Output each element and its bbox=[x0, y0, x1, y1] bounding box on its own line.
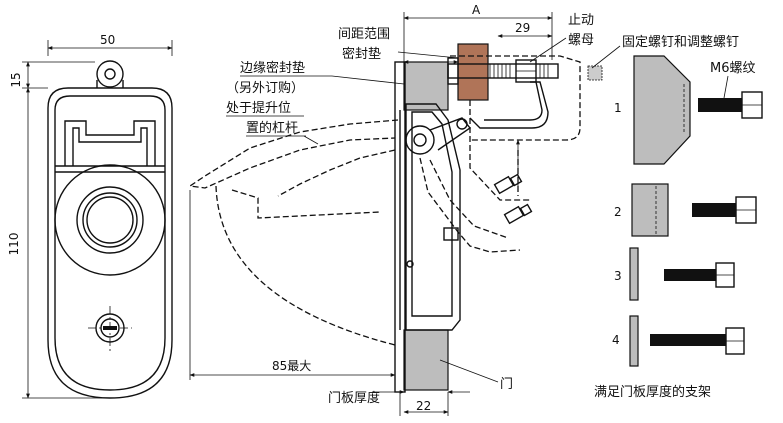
bracket-4: 4 bbox=[612, 315, 745, 367]
dim-A: A bbox=[472, 3, 481, 17]
label-spacing-range-2: 密封垫 bbox=[342, 46, 381, 62]
dim-85-max: 85最大 bbox=[272, 359, 311, 373]
label-m6: M6螺纹 bbox=[710, 61, 756, 76]
dim-29: 29 bbox=[515, 21, 530, 35]
brackets: 1 M6螺纹 2 3 4 bbox=[594, 55, 763, 400]
dim-50: 50 bbox=[100, 33, 115, 47]
door-panel-top bbox=[403, 61, 449, 111]
label-fix-screw: 固定螺钉和调整螺钉 bbox=[622, 35, 739, 50]
dim-22: 22 bbox=[416, 399, 431, 413]
label-stop-nut-1: 止动 bbox=[568, 13, 594, 28]
label-door-thickness: 门板厚度 bbox=[328, 390, 380, 406]
label-lever-1: 处于提升位 bbox=[226, 100, 291, 116]
bracket-1: 1 M6螺纹 bbox=[614, 55, 763, 165]
label-stop-nut-2: 螺母 bbox=[568, 33, 594, 48]
bracket-2: 2 bbox=[614, 183, 757, 237]
label-order-separately: （另外订购） bbox=[226, 80, 304, 96]
bracket-1-num: 1 bbox=[614, 101, 622, 115]
bracket-3-num: 3 bbox=[614, 269, 622, 283]
dim-15: 15 bbox=[9, 72, 23, 87]
door-panel-bottom bbox=[403, 329, 449, 391]
dim-110: 110 bbox=[7, 233, 21, 256]
bracket-2-num: 2 bbox=[614, 205, 622, 219]
front-dimensions: 50 15 110 bbox=[7, 33, 173, 399]
label-edge-seal: 边缘密封垫 bbox=[240, 60, 305, 76]
brackets-caption: 满足门板厚度的支架 bbox=[594, 384, 711, 400]
front-view bbox=[47, 60, 173, 399]
label-lever-2: 置的杠杆 bbox=[246, 120, 298, 136]
side-dimensions: A 29 85最大 22 bbox=[189, 3, 553, 416]
side-view bbox=[188, 43, 581, 393]
bracket-3: 3 bbox=[614, 247, 735, 301]
label-door: 门 bbox=[500, 377, 513, 392]
sealing-pad bbox=[457, 43, 489, 101]
callouts: 间距范围 密封垫 止动 螺母 固定螺钉和调整螺钉 边缘密封垫 （另外订购） 处于… bbox=[226, 13, 739, 406]
label-spacing-range-1: 间距范围 bbox=[338, 27, 390, 42]
bracket-4-num: 4 bbox=[612, 333, 620, 347]
